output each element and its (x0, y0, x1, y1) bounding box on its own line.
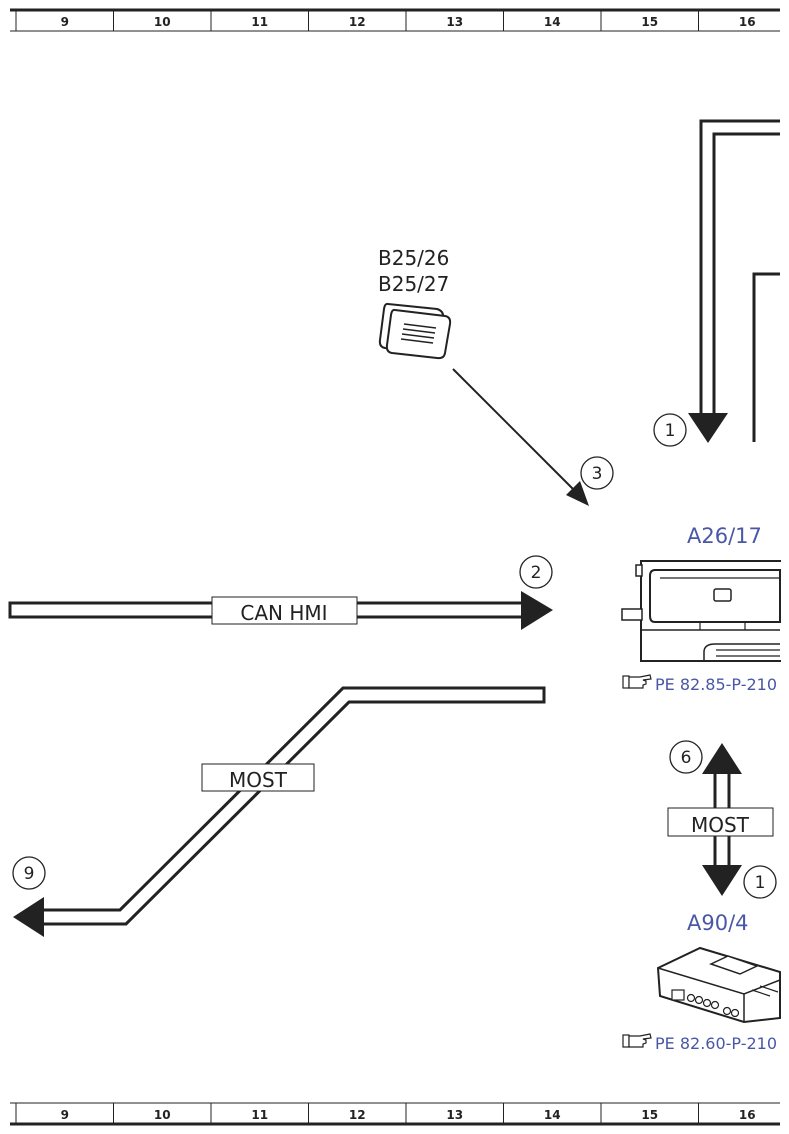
bottom-ruler-col-label: 14 (544, 1108, 561, 1122)
bottom-ruler-col-label: 16 (739, 1108, 756, 1122)
bottom-ruler: 9 10 11 12 13 14 15 16 (10, 1102, 780, 1126)
a26-reference[interactable]: PE 82.85-P-210 (622, 674, 777, 694)
bottom-ruler-col-label: 9 (61, 1108, 69, 1122)
can-hmi-bus: CAN HMI (8, 591, 553, 630)
most-right-label-box (667, 807, 774, 837)
bottom-ruler-col-label: 10 (154, 1108, 171, 1122)
right-edge-mask (781, 0, 789, 1134)
top-ruler-col-label: 14 (544, 15, 561, 29)
callout-bottom-one: 1 (743, 865, 777, 899)
bottom-ruler-col-label: 12 (349, 1108, 366, 1122)
most-left-label-box (201, 763, 315, 792)
sensor-icon (378, 302, 452, 360)
a90-reference[interactable]: PE 82.60-P-210 (622, 1033, 777, 1053)
sensor-arrow (452, 368, 589, 506)
component-a90-name: A90/4 (687, 911, 749, 935)
component-a26-ref[interactable]: PE 82.85-P-210 (655, 675, 777, 694)
component-a90-icon (656, 946, 781, 1024)
can-hmi-label-box (211, 596, 358, 625)
can-hmi-label: CAN HMI (240, 601, 327, 625)
bottom-ruler-col-label: 13 (446, 1108, 463, 1122)
component-a90-ref[interactable]: PE 82.60-P-210 (655, 1034, 777, 1053)
callout-six-text: 6 (681, 748, 692, 768)
component-a26-name: A26/17 (687, 524, 762, 548)
callout-nine-text: 9 (24, 864, 35, 884)
callout-nine: 9 (12, 856, 46, 890)
right-single-line (752, 272, 780, 442)
sensor-label-2: B25/27 (378, 272, 449, 296)
component-a26-icon (621, 560, 787, 662)
most-right-down-arrow (702, 865, 742, 896)
most-left-arrow-head (13, 897, 44, 937)
top-ruler-col-label: 9 (61, 15, 69, 29)
top-ruler-col-label: 13 (446, 15, 463, 29)
callout-two: 2 (519, 555, 553, 589)
most-right-label: MOST (691, 813, 750, 837)
bottom-ruler-col-label: 11 (251, 1108, 268, 1122)
top-ruler-col-label: 12 (349, 15, 366, 29)
top-ruler-col-label: 11 (251, 15, 268, 29)
bottom-ruler-col-label: 15 (641, 1108, 658, 1122)
sensor-label-1: B25/26 (378, 246, 449, 270)
hand-pointer-icon (622, 674, 652, 689)
most-left-bus: MOST (13, 686, 546, 937)
top-arrow-head (688, 413, 728, 443)
top-ruler-col-label: 10 (154, 15, 171, 29)
top-arrow-inner-line (712, 132, 780, 415)
hand-pointer-icon (622, 1033, 652, 1048)
top-ruler: 9 10 11 12 13 14 15 16 (10, 8, 780, 32)
top-arrow-outer-line (699, 119, 780, 415)
most-left-label: MOST (229, 768, 288, 792)
top-ruler-col-label: 15 (641, 15, 658, 29)
callout-bottom-one-text: 1 (755, 873, 766, 893)
callout-top-one: 1 (653, 413, 687, 447)
callout-six: 6 (669, 740, 703, 774)
most-right-up-arrow (702, 743, 742, 774)
callout-two-text: 2 (531, 563, 542, 583)
callout-top-one-text: 1 (665, 421, 676, 441)
callout-three-text: 3 (592, 464, 603, 484)
most-right-bus: MOST (667, 743, 774, 896)
top-right-arrow (688, 119, 780, 443)
top-ruler-col-label: 16 (739, 15, 756, 29)
can-hmi-arrow-head (521, 591, 553, 630)
callout-three: 3 (580, 456, 614, 490)
